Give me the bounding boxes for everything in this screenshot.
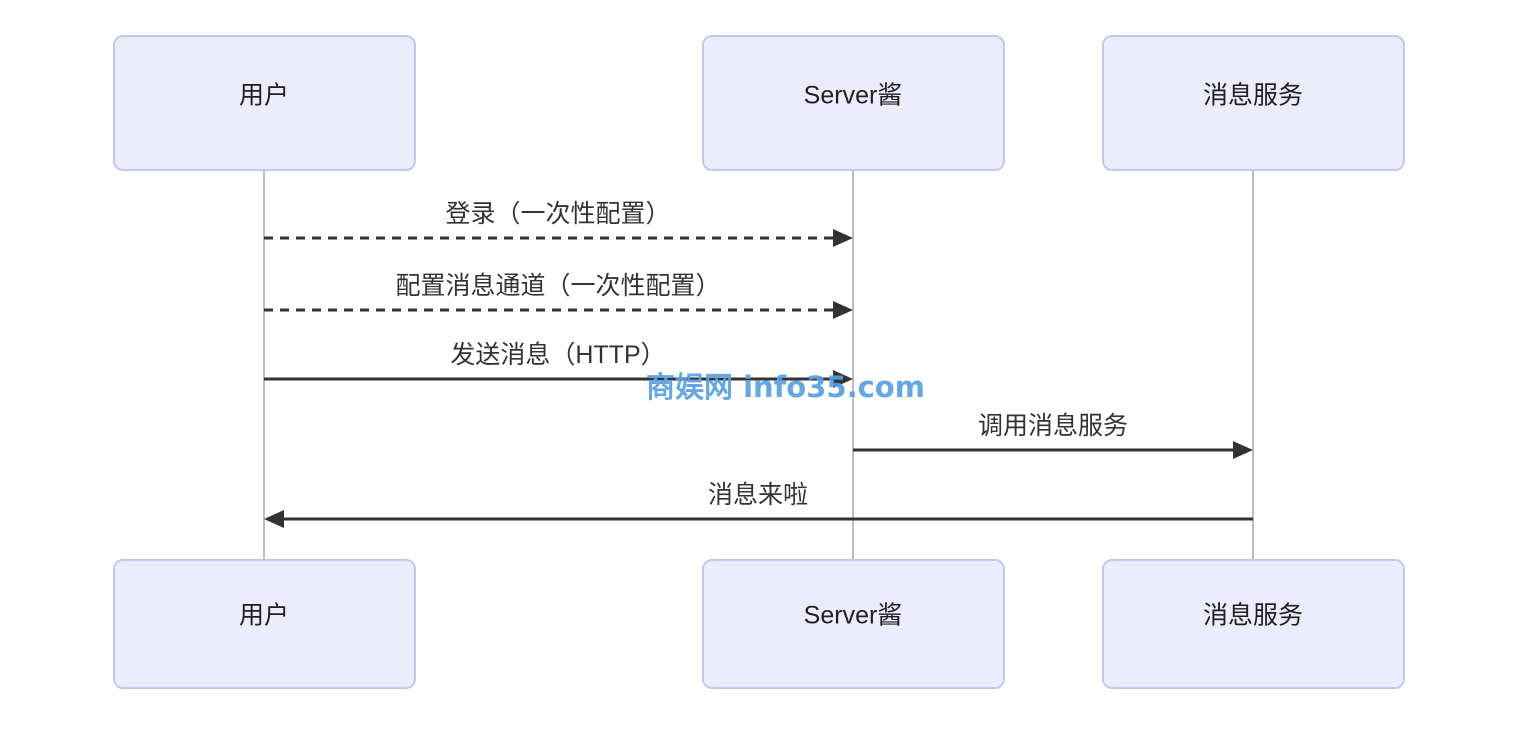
participant-box-msgsvc-top[interactable] xyxy=(1102,35,1405,171)
participant-label-user-bottom: 用户 xyxy=(239,602,289,630)
message-label-3: 发送消息（HTTP） xyxy=(450,341,665,369)
message-label-4: 调用消息服务 xyxy=(978,412,1128,440)
participant-label-server-bottom: Server酱 xyxy=(804,602,903,630)
message-arrowhead-5-icon xyxy=(264,510,284,528)
participant-label-msgsvc-top: 消息服务 xyxy=(1203,82,1303,110)
participant-boxes-top: 用户 Server酱 消息服务 xyxy=(113,35,1405,171)
participant-box-server-bottom[interactable] xyxy=(702,559,1005,689)
message-5-message-arrived[interactable]: 消息来啦 xyxy=(264,481,1253,528)
message-label-1: 登录（一次性配置） xyxy=(445,200,670,228)
participant-label-server-top: Server酱 xyxy=(804,82,903,110)
message-arrowhead-4-icon xyxy=(1233,441,1253,459)
participant-box-user-bottom[interactable] xyxy=(113,559,416,689)
participant-box-server-top[interactable] xyxy=(702,35,1005,171)
lifelines xyxy=(263,170,1254,561)
message-2-configure-channel[interactable]: 配置消息通道（一次性配置） xyxy=(264,272,853,319)
message-arrowhead-2-icon xyxy=(833,301,853,319)
message-label-2: 配置消息通道（一次性配置） xyxy=(395,272,720,300)
message-1-login[interactable]: 登录（一次性配置） xyxy=(264,200,853,247)
message-arrowhead-3-icon xyxy=(833,370,853,388)
participant-label-user-top: 用户 xyxy=(239,82,289,110)
message-arrowhead-1-icon xyxy=(833,229,853,247)
participant-box-user-top[interactable] xyxy=(113,35,416,171)
participant-label-msgsvc-bottom: 消息服务 xyxy=(1203,602,1303,630)
message-label-5: 消息来啦 xyxy=(708,481,808,509)
participant-boxes-bottom: 用户 Server酱 消息服务 xyxy=(113,559,1405,689)
participant-box-msgsvc-bottom[interactable] xyxy=(1102,559,1405,689)
message-3-send-message[interactable]: 发送消息（HTTP） xyxy=(264,341,853,388)
message-4-call-message-service[interactable]: 调用消息服务 xyxy=(853,412,1253,459)
